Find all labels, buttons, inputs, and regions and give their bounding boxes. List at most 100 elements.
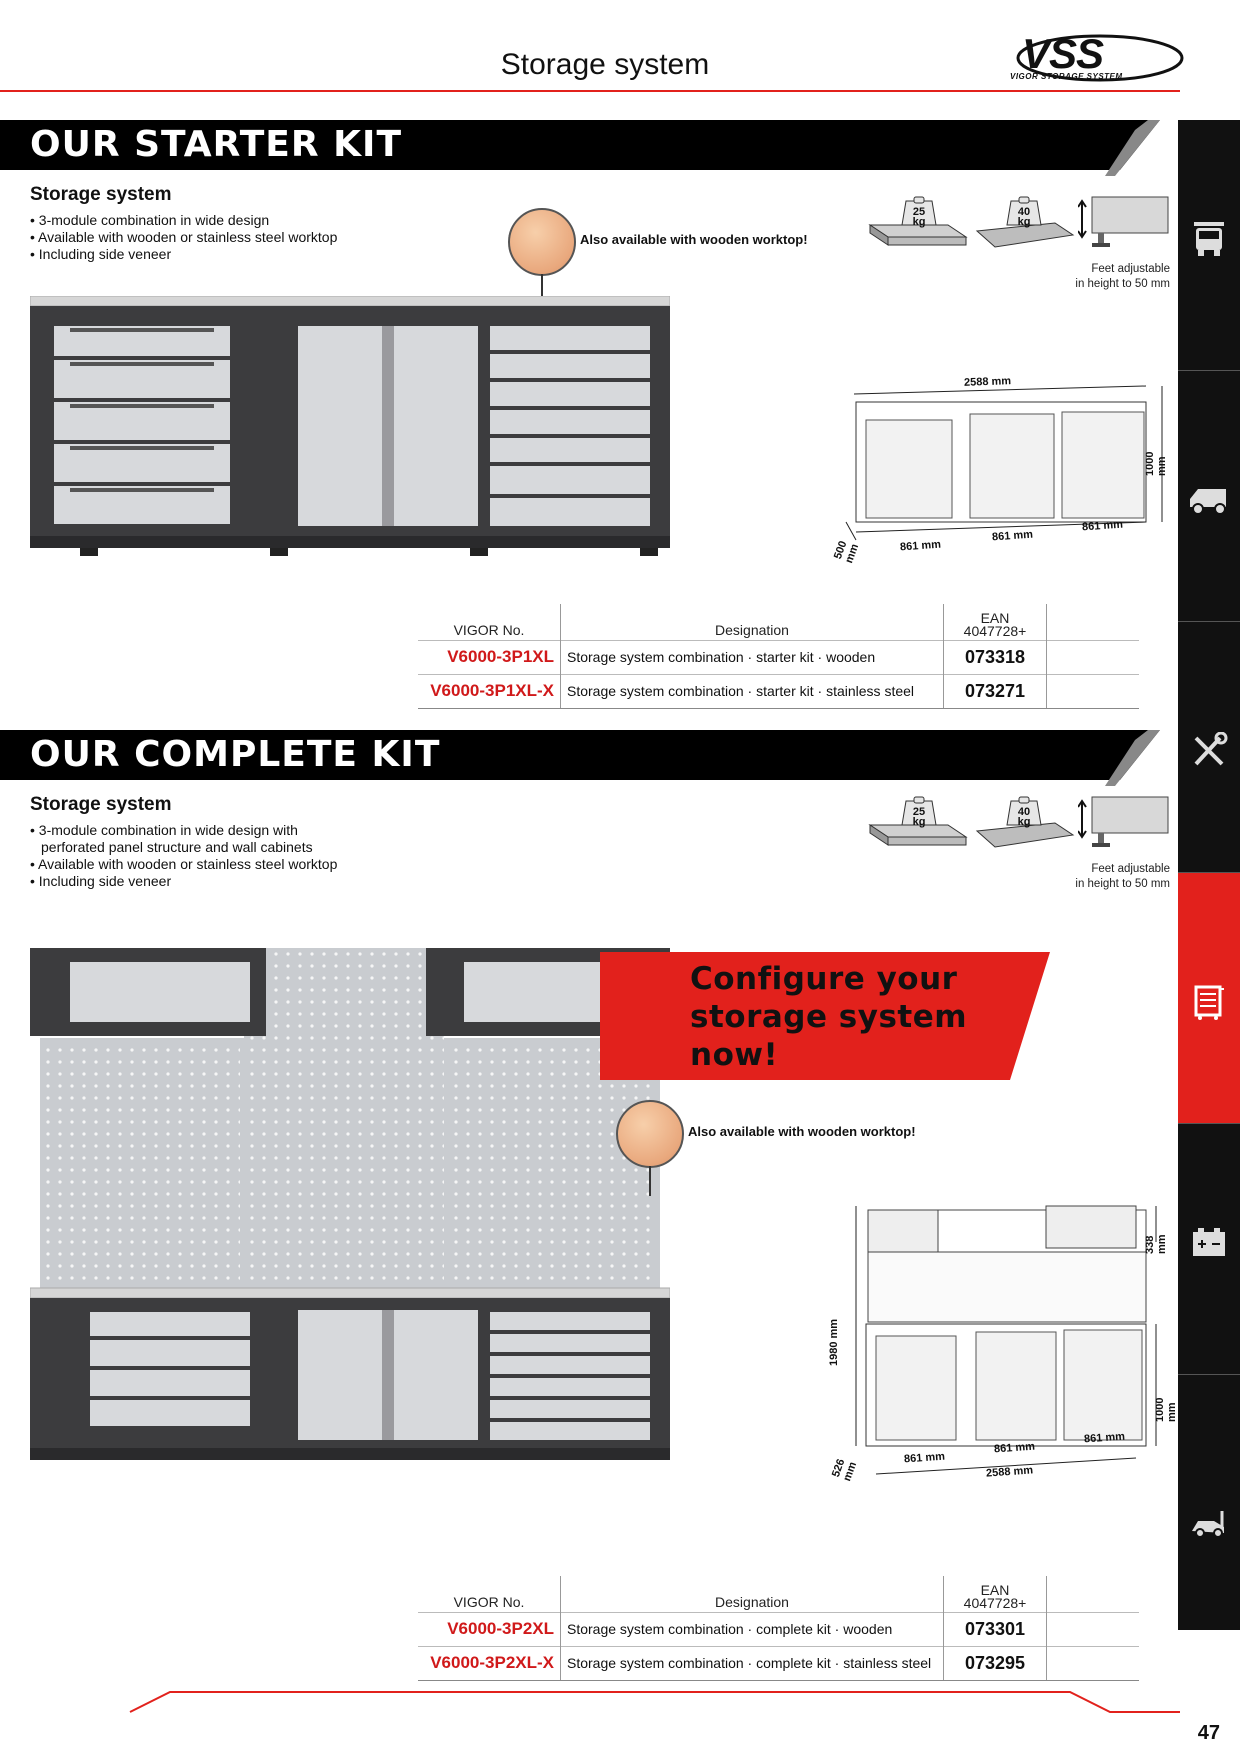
complete-dimension-drawing: 1980 mm 338 mm 1000 mm 526 mm 861 mm 861… [828, 1196, 1178, 1486]
col-header-ean: EAN 4047728+ [943, 604, 1047, 640]
config-line: storage system [690, 999, 968, 1035]
dim-width: 2588 mm [963, 375, 1012, 389]
sidebar-item-trucks[interactable] [1178, 120, 1240, 371]
table-header-row: VIGOR No. Designation EAN 4047728+ [418, 604, 1139, 640]
starter-bullet: Available with wooden or stainless steel… [30, 229, 450, 246]
tools-icon [1194, 732, 1228, 766]
complete-bullet: Available with wooden or stainless steel… [30, 856, 350, 873]
sidebar-item-storage[interactable] [1178, 873, 1240, 1124]
starter-kit-illustration [29, 295, 671, 560]
shelf-load-40kg-icon: 40 kg [975, 195, 1075, 255]
badge-25-value: 25 [912, 206, 926, 218]
extra-cell [1046, 673, 1139, 709]
ean-cell: 073295 [943, 1645, 1047, 1681]
wooden-worktop-swatch [616, 1100, 684, 1168]
sidebar-item-vans[interactable] [1178, 371, 1240, 622]
ean-cell: 073318 [943, 639, 1047, 674]
designation-cell: Storage system combination · starter kit… [560, 673, 944, 709]
logo-text: VSS [1022, 30, 1104, 77]
table-row: V6000-3P1XL Storage system combination ·… [418, 639, 1139, 674]
dim-cabinet-height: 338 mm [1144, 1234, 1168, 1254]
table-row: V6000-3P1XL-X Storage system combination… [418, 673, 1139, 709]
starter-bullets: 3-module combination in wide design Avai… [30, 212, 450, 263]
complete-wood-label: Also available with wooden worktop! [688, 1124, 916, 1139]
ean-cell: 073301 [943, 1611, 1047, 1646]
sidebar-item-car-service[interactable] [1178, 1375, 1240, 1630]
starter-wood-label: Also available with wooden worktop! [580, 232, 808, 247]
starter-dimension-drawing: 2588 mm 1000 mm 500 mm 861 mm 861 mm 861… [832, 372, 1176, 572]
complete-product-table: VIGOR No. Designation EAN 4047728+ V6000… [418, 1576, 1139, 1681]
starter-bullet: Including side veneer [30, 246, 450, 263]
complete-banner-title: OUR COMPLETE KIT [30, 734, 441, 775]
complete-banner: OUR COMPLETE KIT [0, 730, 1160, 786]
adjustable-feet-icon [1077, 195, 1170, 255]
col-header-blank [1046, 1576, 1139, 1612]
tool-trolley-icon [1194, 985, 1224, 1020]
sidebar-item-batteries[interactable] [1178, 1124, 1240, 1375]
complete-kit-illustration [29, 948, 672, 1468]
extra-cell [1046, 639, 1139, 674]
feet-line-2: in height to 50 mm [1075, 878, 1170, 890]
table-row: V6000-3P2XL Storage system combination ·… [418, 1611, 1139, 1646]
feet-line-2: in height to 50 mm [1075, 278, 1170, 290]
dim-height: 1000 mm [1144, 451, 1168, 476]
sku-cell: V6000-3P2XL [418, 1611, 561, 1646]
starter-bullet: 3-module combination in wide design [30, 212, 450, 229]
starter-product-table: VIGOR No. Designation EAN 4047728+ V6000… [418, 604, 1139, 709]
complete-bullet: 3-module combination in wide design with… [30, 822, 350, 856]
table-row: V6000-3P2XL-X Storage system combination… [418, 1645, 1139, 1681]
col-header-sku: VIGOR No. [453, 1593, 525, 1610]
extra-cell [1046, 1645, 1139, 1681]
truck-icon [1194, 222, 1224, 256]
dim-total-height: 1980 mm [828, 1318, 840, 1366]
chapter-sidebar [1178, 120, 1240, 1630]
starter-subtitle: Storage system [30, 184, 172, 205]
page-number: 47 [1197, 1722, 1220, 1744]
designation-cell: Storage system combination · complete ki… [560, 1611, 944, 1646]
footer-rule [0, 1690, 1200, 1720]
col-header-designation: Designation [560, 604, 944, 640]
col-header-sku: VIGOR No. [453, 621, 525, 638]
config-line: now! [690, 1037, 779, 1073]
col-header-designation: Designation [560, 1576, 944, 1612]
starter-feet-label: Feet adjustable in height to 50 mm [1000, 262, 1170, 292]
complete-subtitle: Storage system [30, 794, 172, 815]
sku-cell: V6000-3P2XL-X [418, 1645, 561, 1681]
header-rule [0, 90, 1180, 92]
sku-cell: V6000-3P1XL-X [418, 673, 561, 709]
table-header-row: VIGOR No. Designation EAN 4047728+ [418, 1576, 1139, 1612]
vss-logo: VSS VIGOR STORAGE SYSTEM [1000, 28, 1190, 90]
sidebar-item-tools[interactable] [1178, 622, 1240, 873]
logo-subtitle: VIGOR STORAGE SYSTEM [1010, 72, 1123, 81]
extra-cell [1046, 1611, 1139, 1646]
feet-line-1: Feet adjustable [1091, 863, 1170, 875]
feet-line-1: Feet adjustable [1091, 263, 1170, 275]
badge-unit: kg [1017, 816, 1031, 828]
badge-25-value: 25 [912, 806, 926, 818]
ean-label: EAN [980, 609, 1010, 626]
designation-cell: Storage system combination · complete ki… [560, 1645, 944, 1681]
col-header-blank [1046, 604, 1139, 640]
starter-banner: OUR STARTER KIT [0, 120, 1160, 176]
badge-unit: kg [1017, 216, 1031, 228]
starter-banner-title: OUR STARTER KIT [30, 124, 402, 165]
designation-cell: Storage system combination · starter kit… [560, 639, 944, 674]
config-line: Configure your [690, 961, 958, 997]
complete-bullet: Including side veneer [30, 873, 350, 890]
car-lift-icon [1192, 1511, 1224, 1538]
drawer-load-25kg-icon: 25 kg [868, 195, 968, 255]
shelf-load-40kg-icon: 40 kg [975, 795, 1075, 855]
van-icon [1190, 489, 1226, 515]
complete-feet-label: Feet adjustable in height to 50 mm [1000, 862, 1170, 892]
configure-promo-text: Configure your storage system now! [690, 960, 967, 1074]
badge-40-value: 40 [1017, 806, 1031, 818]
badge-unit: kg [912, 816, 926, 828]
swatch-pointer [649, 1166, 651, 1196]
battery-icon [1193, 1228, 1225, 1256]
ean-label: EAN [980, 1581, 1010, 1598]
adjustable-feet-icon [1077, 795, 1170, 855]
wooden-worktop-swatch [508, 208, 576, 276]
configure-promo-box[interactable]: Configure your storage system now! [600, 952, 1050, 1080]
ean-cell: 073271 [943, 673, 1047, 709]
col-header-ean: EAN 4047728+ [943, 1576, 1047, 1612]
